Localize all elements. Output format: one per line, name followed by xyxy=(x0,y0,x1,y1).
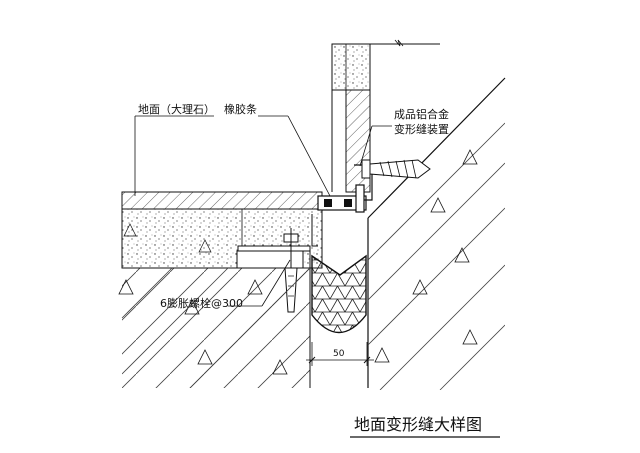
drawing-title: 地面变形缝大样图 xyxy=(354,415,482,434)
label-floor-marble: 地面（大理石） xyxy=(138,102,215,116)
foam-filler xyxy=(311,254,367,333)
dimension-50 xyxy=(306,342,374,366)
leader-anchor-bolt xyxy=(228,259,291,307)
wall-finish xyxy=(331,39,440,193)
label-aluminum-device-1: 成品铝合金 xyxy=(394,107,449,121)
label-anchor-bolt: 6膨胀螺栓@300 xyxy=(160,296,243,310)
expansion-bolt-icon xyxy=(283,228,299,313)
base-plate xyxy=(236,245,311,269)
leader-rubber-strip xyxy=(258,115,331,197)
slope-lines xyxy=(121,267,310,388)
leader-aluminum-device xyxy=(359,125,392,167)
dimension-value: 50 xyxy=(333,349,345,359)
label-rubber-strip: 橡胶条 xyxy=(224,102,257,116)
left-structural-slab xyxy=(118,250,311,388)
aluminum-joint-device xyxy=(311,164,373,247)
wall-screw-icon xyxy=(361,159,431,179)
label-aluminum-device-2: 变形缝装置 xyxy=(394,122,449,136)
leader-floor xyxy=(134,115,214,196)
